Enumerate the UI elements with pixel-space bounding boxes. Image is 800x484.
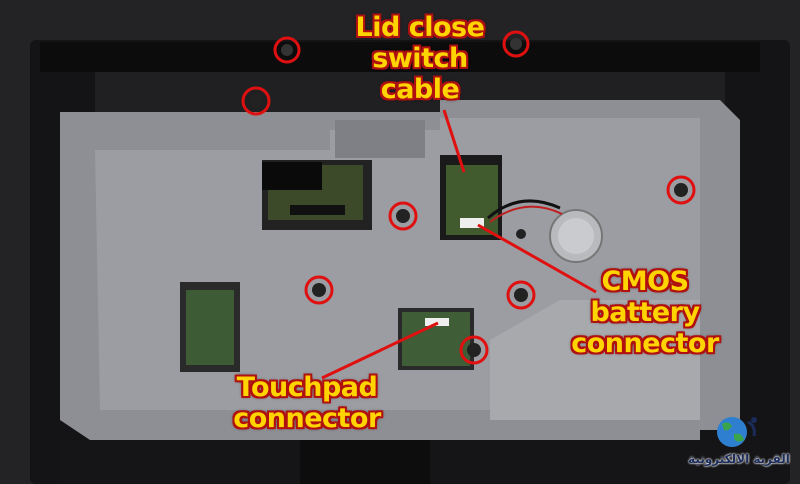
screw-marker [459, 335, 489, 365]
screw-marker [304, 275, 334, 305]
screw-marker [502, 30, 530, 58]
screw [674, 183, 688, 197]
screw [281, 44, 293, 56]
screw-marker [388, 201, 418, 231]
screw [467, 343, 481, 357]
left-connector-slot [290, 205, 345, 215]
raised-panel [490, 300, 700, 420]
globe-logo-icon [717, 417, 757, 447]
cmos-battery-connector-label: CMOS battery connector [560, 266, 730, 359]
callout-line: connector [571, 328, 719, 359]
touchpad-edge [300, 440, 430, 484]
lid-leader-line [442, 109, 466, 173]
callout-line: cable [380, 74, 460, 105]
lid-close-switch-cable-label: Lid close switch cable [350, 12, 490, 105]
callout-line: switch [372, 43, 468, 74]
watermark: القرية الالكترونية [684, 412, 794, 472]
callout-line: CMOS [601, 266, 689, 297]
lid-switch-connector [460, 218, 484, 228]
screw [312, 283, 326, 297]
callout-line: battery [590, 297, 700, 328]
screw-marker [273, 36, 301, 64]
callout-line: connector [233, 403, 381, 434]
cmos-wire-black [487, 199, 561, 220]
screw-marker [241, 86, 271, 116]
screw-marker [666, 175, 696, 205]
screw [510, 38, 522, 50]
screw [516, 229, 526, 239]
cmos-leader-line [477, 223, 597, 294]
screw [514, 288, 528, 302]
screw [249, 94, 263, 108]
touchpad-leader-line [321, 321, 439, 380]
lower-left-board [186, 290, 234, 365]
cmos-wire-red [489, 205, 563, 223]
black-ribbon [262, 162, 322, 190]
cmos-battery-face [558, 218, 594, 254]
watermark-text: القرية الالكترونية [688, 452, 790, 466]
hinge-bar [40, 42, 760, 72]
screw [396, 209, 410, 223]
screw-marker [506, 280, 536, 310]
callout-line: Touchpad [236, 372, 378, 403]
screw-markers [241, 30, 696, 365]
touchpad-connector-label: Touchpad connector [222, 372, 392, 434]
callout-line: Lid close [355, 12, 485, 43]
stamp-area [335, 120, 425, 158]
